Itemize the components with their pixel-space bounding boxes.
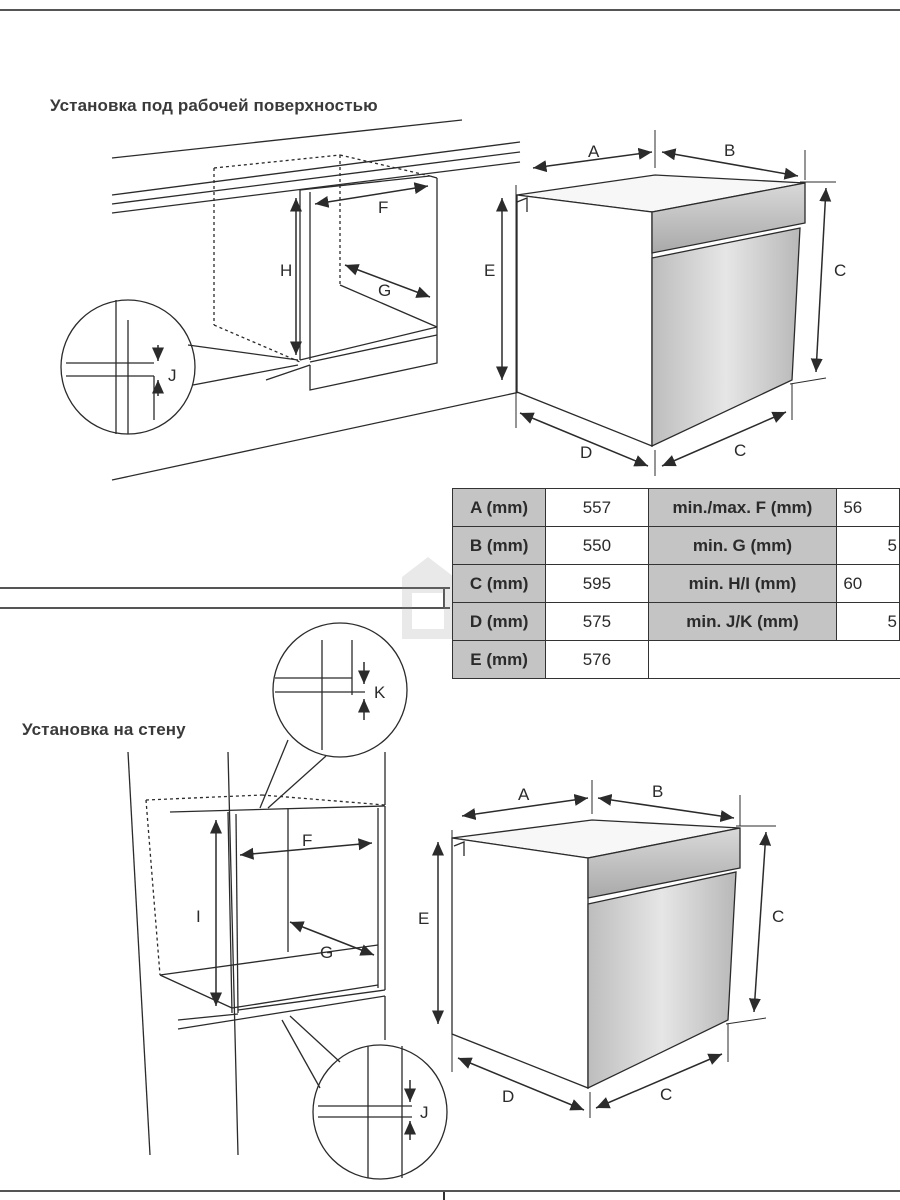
dim-label: A (mm) <box>451 488 547 527</box>
divider-tick <box>443 588 445 608</box>
dim-value-2: 56 <box>836 488 900 527</box>
dim-label: E (mm) <box>451 640 547 679</box>
label-b-lower: B <box>652 782 663 801</box>
dim-value-2: 5 <box>836 602 900 641</box>
under-counter-title: Установка под рабочей поверхностью <box>50 96 378 115</box>
table-row: B (mm) 550 min. G (mm) 5 <box>451 526 900 565</box>
label-b-upper: B <box>724 141 735 160</box>
dim-label-2: min. J/K (mm) <box>647 602 838 641</box>
dim-label: B (mm) <box>451 526 547 565</box>
table-row: C (mm) 595 min. H/I (mm) 60 <box>451 564 900 603</box>
label-g-upper: G <box>378 281 391 300</box>
label-f-upper: F <box>378 198 388 217</box>
dim-label-2: min. G (mm) <box>647 526 838 565</box>
table-row: A (mm) 557 min./max. F (mm) 56 <box>451 488 900 527</box>
watermark-icon <box>402 557 454 639</box>
dim-value: 576 <box>545 640 649 679</box>
dim-value: 557 <box>545 488 649 527</box>
dim-value: 595 <box>545 564 649 603</box>
label-e-upper: E <box>484 261 495 280</box>
table-row: E (mm) 576 <box>451 640 900 679</box>
label-e-lower: E <box>418 909 429 928</box>
empty-cell <box>647 640 900 679</box>
label-d-lower: D <box>502 1087 514 1106</box>
dim-label-2: min./max. F (mm) <box>647 488 838 527</box>
label-c-bottom-upper: C <box>734 441 746 460</box>
table-row: D (mm) 575 min. J/K (mm) 5 <box>451 602 900 641</box>
label-j-lower: J <box>420 1103 429 1122</box>
bottom-rule <box>0 1190 900 1192</box>
label-c-side-upper: C <box>834 261 846 280</box>
label-c-bottom-lower: C <box>660 1085 672 1104</box>
label-i: I <box>196 907 201 926</box>
label-h: H <box>280 261 292 280</box>
label-g-lower: G <box>320 943 333 962</box>
dim-value-2: 60 <box>836 564 900 603</box>
label-c-side-lower: C <box>772 907 784 926</box>
label-d-upper: D <box>580 443 592 462</box>
label-j-upper: J <box>168 366 177 385</box>
dim-value: 550 <box>545 526 649 565</box>
dim-label-2: min. H/I (mm) <box>647 564 838 603</box>
label-f-lower: F <box>302 831 312 850</box>
section-divider-upper <box>0 587 450 589</box>
dim-value-2: 5 <box>836 526 900 565</box>
dim-value: 575 <box>545 602 649 641</box>
label-a-upper: A <box>588 142 600 161</box>
bottom-tick <box>443 1192 445 1200</box>
section-divider-lower <box>0 607 450 609</box>
label-k: K <box>374 683 386 702</box>
dimensions-table: A (mm) 557 min./max. F (mm) 56 B (mm) 55… <box>451 488 900 679</box>
dim-label: C (mm) <box>451 564 547 603</box>
dim-label: D (mm) <box>451 602 547 641</box>
label-a-lower: A <box>518 785 530 804</box>
wall-title: Установка на стену <box>22 720 186 739</box>
top-rule <box>0 9 900 11</box>
